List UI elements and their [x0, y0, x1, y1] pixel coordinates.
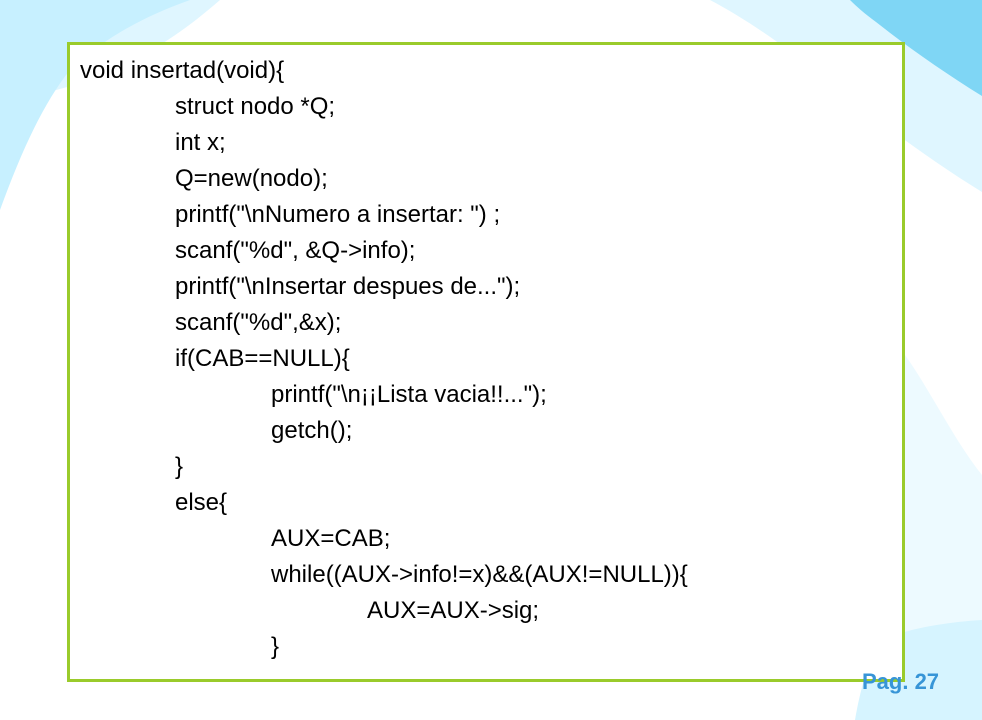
page-number: Pag. 27 [862, 669, 940, 694]
code-line-13: else{ [175, 489, 228, 516]
code-line-4: Q=new(nodo); [175, 165, 328, 192]
code-line-9: if(CAB==NULL){ [175, 345, 350, 372]
code-line-3: int x; [175, 129, 226, 156]
code-line-14: AUX=CAB; [271, 525, 391, 552]
code-line-7: printf("\nInsertar despues de..."); [175, 273, 521, 300]
right-lower-wave [905, 355, 982, 720]
code-line-8: scanf("%d",&x); [175, 309, 342, 336]
code-block: void insertad(void){ struct nodo *Q; int… [70, 53, 902, 679]
code-line-5: printf("\nNumero a insertar: ") ; [175, 201, 501, 228]
code-frame: void insertad(void){ struct nodo *Q; int… [67, 42, 905, 682]
code-line-11: getch(); [271, 417, 353, 444]
code-line-10: printf("\n¡¡Lista vacia!!..."); [271, 381, 547, 408]
code-line-17: } [271, 633, 280, 660]
code-line-12: } [175, 453, 184, 480]
code-line-16: AUX=AUX->sig; [367, 597, 540, 624]
code-line-1: void insertad(void){ [80, 57, 285, 84]
code-line-15: while((AUX->info!=x)&&(AUX!=NULL)){ [271, 561, 688, 588]
code-line-2: struct nodo *Q; [175, 93, 336, 120]
code-line-6: scanf("%d", &Q->info); [175, 237, 416, 264]
